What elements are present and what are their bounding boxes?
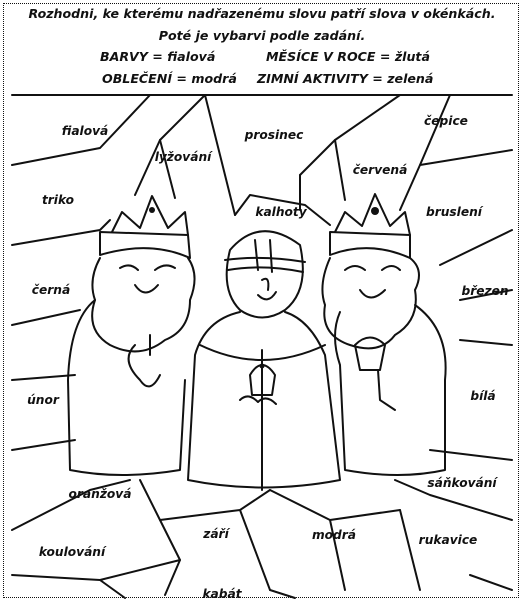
- word-box-19: kabát: [202, 587, 242, 601]
- word-box-15: září: [203, 527, 229, 541]
- word-box-6: triko: [41, 193, 75, 207]
- instruction-line-2: Poté je vybarvi podle zadání.: [158, 27, 366, 43]
- word-box-3: prosinec: [244, 128, 304, 142]
- word-box-7: kalhoty: [255, 205, 307, 219]
- legend-clothing: OBLEČENÍ = modrá: [102, 71, 237, 86]
- legend-colors: BARVY = fialová: [100, 49, 216, 64]
- instructions-header: Rozhodni, ke kterému nadřazenému slovu p…: [10, 3, 514, 46]
- dotted-border: [3, 3, 519, 598]
- word-box-16: modrá: [311, 528, 357, 542]
- word-box-4: čepice: [424, 114, 468, 128]
- word-box-17: rukavice: [418, 533, 478, 547]
- word-box-9: černá: [31, 283, 71, 297]
- word-box-14: sáňkování: [427, 476, 497, 490]
- word-box-8: bruslení: [426, 205, 482, 219]
- word-box-12: bílá: [470, 389, 496, 403]
- word-box-2: lyžování: [154, 150, 212, 164]
- word-box-5: červená: [352, 163, 408, 177]
- word-box-11: únor: [27, 393, 59, 407]
- word-box-1: fialová: [61, 124, 109, 138]
- word-box-13: oranžová: [68, 487, 132, 501]
- word-box-10: březen: [461, 284, 509, 298]
- word-box-18: koulování: [38, 545, 106, 559]
- legend-winter-activities: ZIMNÍ AKTIVITY = zelená: [257, 71, 434, 86]
- legend-months: MĚSÍCE V ROCE = žlutá: [266, 49, 430, 64]
- instruction-line-1: Rozhodni, ke kterému nadřazenému slovu p…: [28, 6, 496, 21]
